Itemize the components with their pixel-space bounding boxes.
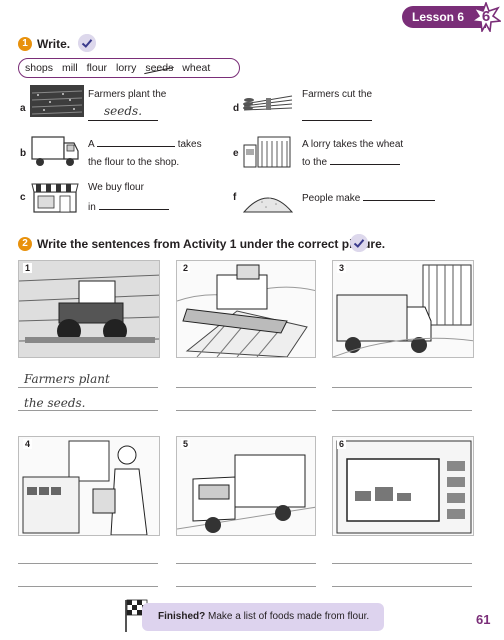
word-mill: mill	[61, 62, 78, 74]
answer-line[interactable]	[176, 586, 316, 587]
item-c-letter: c	[20, 192, 26, 203]
shop-icon	[31, 183, 79, 213]
tractor-icon	[19, 274, 159, 343]
picture-3-number: 3	[337, 263, 347, 273]
item-b-line2: the flour to the shop.	[88, 157, 180, 168]
finished-box: Finished? Make a list of foods made from…	[142, 603, 384, 631]
combine-harvester-icon	[177, 264, 315, 357]
item-e-blank[interactable]	[329, 154, 400, 165]
item-d-letter: d	[233, 103, 240, 114]
lorry-icon	[31, 136, 79, 166]
item-a-answer: seeds.	[104, 104, 143, 118]
answer-line[interactable]	[332, 563, 472, 564]
picture-1-tractor: 1	[18, 260, 160, 358]
seeds-field-icon	[30, 85, 84, 117]
word-wheat: wheat	[182, 62, 211, 74]
picture-5-number: 5	[181, 439, 191, 449]
item-e-word: to the	[302, 157, 328, 168]
example-answer-line1: Farmers plant	[24, 372, 110, 386]
finished-text: Make a list of foods made from flour.	[208, 611, 370, 622]
finished-label: Finished?	[158, 611, 206, 622]
answer-line[interactable]	[18, 410, 158, 411]
answer-line[interactable]	[176, 563, 316, 564]
checkmark-icon	[350, 234, 368, 252]
item-b-letter: b	[20, 148, 27, 159]
word-lorry: lorry	[115, 62, 137, 74]
item-b-word-a: A	[88, 139, 95, 150]
item-f-blank[interactable]	[363, 190, 436, 201]
item-b-word-takes: takes	[177, 139, 202, 150]
picture-5-delivery-lorry: 5	[176, 436, 316, 536]
word-flour: flour	[86, 62, 108, 74]
activity1-title: Write.	[37, 37, 71, 51]
picture-4-number: 4	[23, 439, 33, 449]
item-a-text: Farmers plant the	[88, 89, 167, 100]
answer-line[interactable]	[18, 387, 158, 388]
shop-window-icon	[336, 440, 472, 534]
page-number: 61	[476, 612, 491, 627]
item-e-letter: e	[233, 148, 239, 159]
activity2-number: 2	[18, 237, 32, 251]
mill-icon	[243, 136, 291, 168]
picture-4-miller: 4	[18, 436, 160, 536]
item-d-text: Farmers cut the	[302, 89, 373, 100]
picture-3-lorry-mill: 3	[332, 260, 474, 358]
item-f-letter: f	[233, 192, 237, 203]
item-b-blank[interactable]	[96, 136, 175, 147]
item-e-line2: to the	[302, 154, 400, 171]
answer-line[interactable]	[332, 410, 472, 411]
checkmark-icon	[78, 34, 96, 52]
activity2-title: Write the sentences from Activity 1 unde…	[37, 237, 386, 251]
answer-line[interactable]	[332, 387, 472, 388]
example-answer-line2: the seeds.	[24, 396, 86, 410]
miller-icon	[22, 440, 148, 535]
picture-6-number: 6	[337, 439, 347, 449]
item-a-letter: a	[20, 103, 26, 114]
word-shops: shops	[25, 62, 54, 74]
answer-line[interactable]	[332, 586, 472, 587]
answer-line[interactable]	[18, 586, 158, 587]
item-f-line: People make	[302, 190, 436, 207]
picture-2-harvester: 2	[176, 260, 316, 358]
answer-line[interactable]	[176, 410, 316, 411]
lesson-label: Lesson 6	[412, 10, 465, 24]
delivery-lorry-icon	[177, 454, 315, 533]
item-d-blank[interactable]	[302, 108, 372, 121]
wheat-bundle-icon	[243, 95, 293, 111]
answer-line[interactable]	[176, 387, 316, 388]
item-c-line2: in	[88, 199, 169, 216]
lorry-at-mill-icon	[333, 264, 473, 357]
lesson-tab: Lesson 6	[402, 6, 486, 28]
item-b-line1: A takes	[88, 136, 202, 153]
item-f-word: People make	[302, 193, 361, 204]
answer-line[interactable]	[18, 563, 158, 564]
star-badge-icon	[471, 2, 501, 32]
item-c-word-in: in	[88, 202, 96, 213]
picture-2-number: 2	[181, 263, 191, 273]
flour-pile-icon	[242, 197, 294, 213]
item-e-line1: A lorry takes the wheat	[302, 139, 404, 150]
picture-1-number: 1	[23, 263, 33, 273]
item-c-line1: We buy flour	[88, 182, 144, 193]
word-seeds-crossed: seeds	[145, 62, 174, 74]
picture-6-shop: 6	[332, 436, 474, 536]
lesson-number: 6	[481, 8, 491, 25]
word-box: shops mill flour lorry seeds wheat	[18, 58, 240, 78]
item-c-blank[interactable]	[98, 199, 169, 210]
activity1-number: 1	[18, 37, 32, 51]
item-a-answer-line	[88, 108, 158, 121]
